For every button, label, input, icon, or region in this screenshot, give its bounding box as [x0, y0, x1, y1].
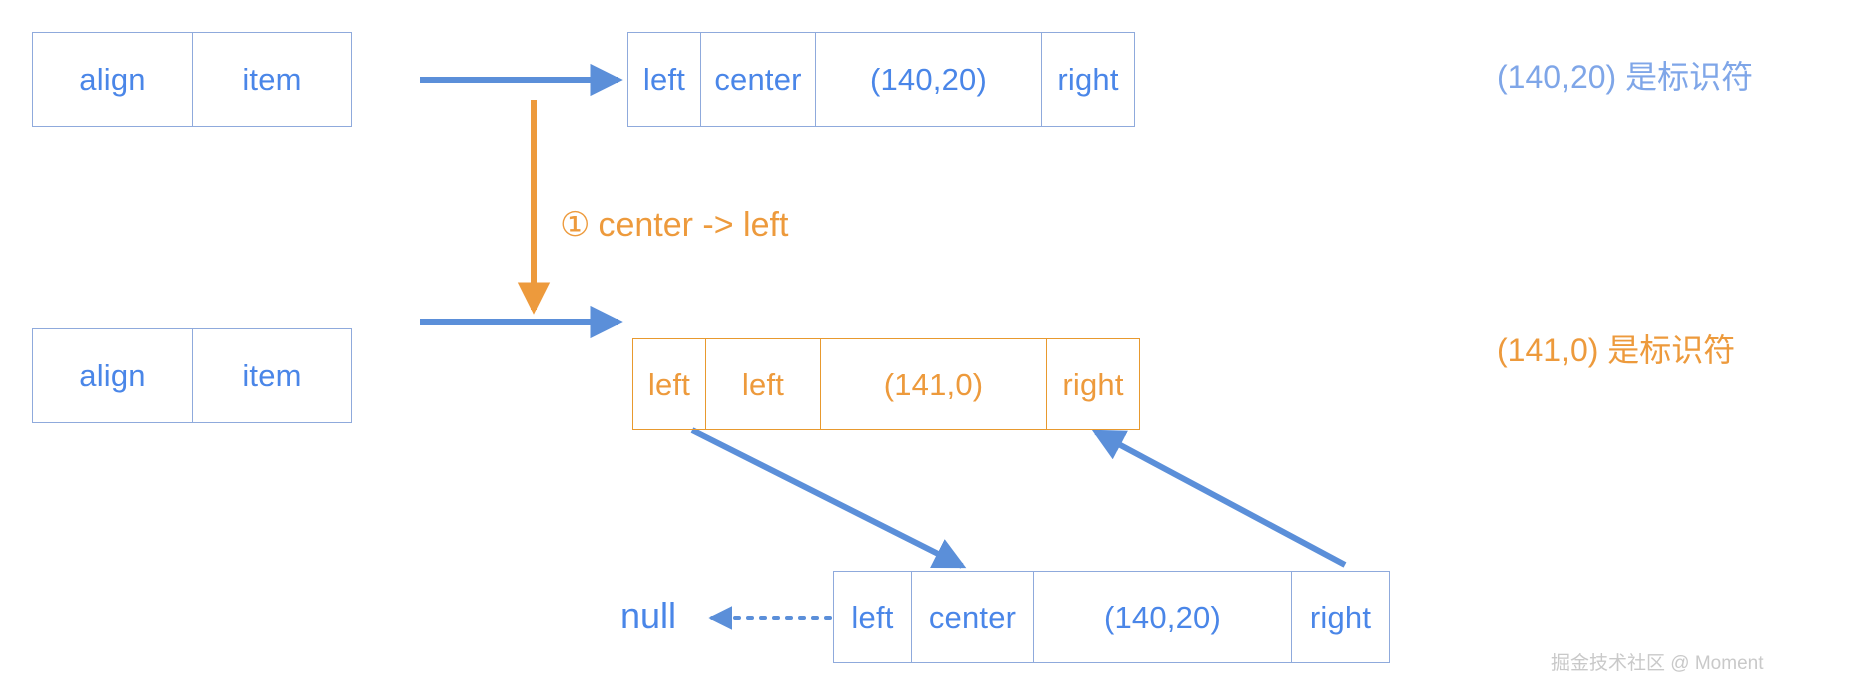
row2-node-value-label: (141,0): [883, 366, 984, 402]
null-label: null: [620, 595, 677, 636]
row1-node-right-label: right: [1057, 62, 1119, 97]
row1-align-item-box: align item: [32, 32, 352, 127]
row3-node-value-cell[interactable]: (140,20): [1033, 571, 1291, 663]
row1-node: left center (140,20) right: [627, 32, 1135, 127]
row2-node-right-label: right: [1062, 366, 1124, 402]
watermark: 掘金技术社区 @ Moment: [1551, 653, 1764, 674]
arrow-node2-to-node3: [690, 427, 967, 569]
row2-node-left-cell[interactable]: left: [632, 338, 705, 430]
row2-node-center-label: left: [741, 366, 785, 402]
row2-node-left-label: left: [647, 366, 691, 402]
row1-node-value-label: (140,20): [869, 62, 988, 97]
row1-annotation: (140,20) 是标识符: [1497, 59, 1754, 95]
row3-node-right-label: right: [1309, 599, 1372, 635]
row3-node-left-cell[interactable]: left: [833, 571, 911, 663]
row1-item-cell[interactable]: item: [192, 32, 352, 127]
row1-node-value-cell[interactable]: (140,20): [815, 32, 1041, 127]
step-marker-icon: ①: [560, 206, 591, 244]
row3-node-right-cell[interactable]: right: [1291, 571, 1390, 663]
row1-node-left-cell[interactable]: left: [627, 32, 700, 127]
row3-node-value-label: (140,20): [1103, 599, 1222, 635]
row1-item-label: item: [242, 62, 302, 97]
row2-item-label: item: [242, 358, 302, 393]
row2-annotation: (141,0) 是标识符: [1497, 332, 1736, 368]
row1-align-label: align: [79, 62, 146, 97]
row2-item-cell[interactable]: item: [192, 328, 352, 423]
row1-node-right-cell[interactable]: right: [1041, 32, 1135, 127]
row1-node-center-cell[interactable]: center: [700, 32, 815, 127]
row2-node: left left (141,0) right: [632, 338, 1140, 430]
step-1-annotation: ① center -> left: [560, 205, 788, 245]
row2-align-label: align: [79, 358, 146, 393]
row1-align-cell[interactable]: align: [32, 32, 192, 127]
step-1-text: center -> left: [598, 205, 789, 244]
row3-node-center-label: center: [928, 599, 1017, 635]
row2-align-cell[interactable]: align: [32, 328, 192, 423]
arrow-node3-to-node2: [1091, 429, 1347, 568]
row3-node-center-cell[interactable]: center: [911, 571, 1033, 663]
row2-node-right-cell[interactable]: right: [1046, 338, 1140, 430]
row3-node-left-label: left: [851, 599, 894, 635]
row2-node-value-cell[interactable]: (141,0): [820, 338, 1046, 430]
row3-node: left center (140,20) right: [833, 571, 1390, 663]
row2-align-item-box: align item: [32, 328, 352, 423]
row1-node-center-label: center: [714, 62, 802, 97]
row1-node-left-label: left: [642, 62, 686, 97]
row2-node-center-cell[interactable]: left: [705, 338, 820, 430]
